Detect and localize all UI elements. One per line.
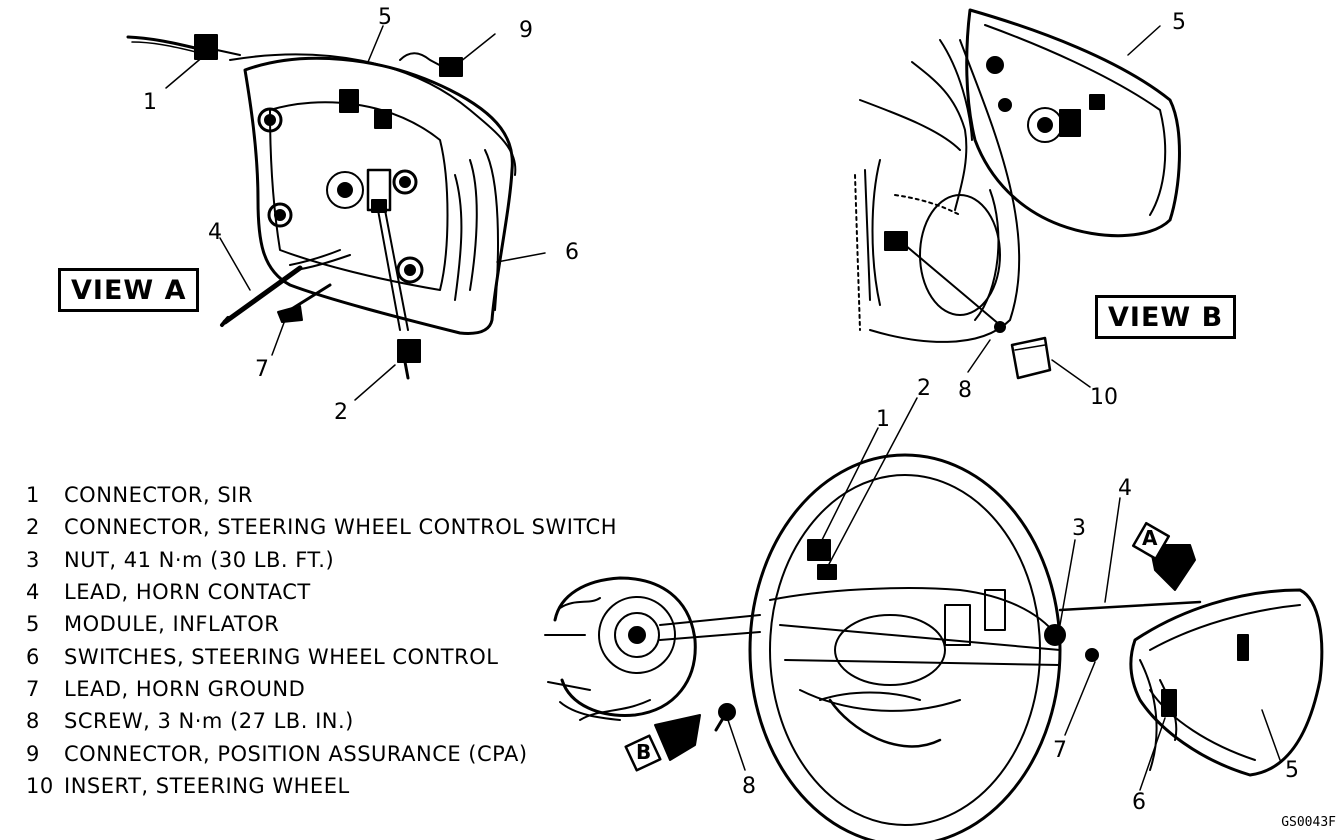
- legend-item: 9 CONNECTOR, POSITION ASSURANCE (CPA): [26, 737, 626, 769]
- callout-main-2: 2: [917, 376, 931, 401]
- legend-item: 6 SWITCHES, STEERING WHEEL CONTROL: [26, 640, 626, 672]
- legend-item: 10 INSERT, STEERING WHEEL: [26, 770, 626, 802]
- callout-main-6: 6: [1132, 790, 1146, 815]
- legend-text: SCREW, 3 N·m (27 LB. IN.): [64, 709, 354, 734]
- callout-view-b-8: 8: [958, 378, 972, 403]
- legend-number: 3: [26, 547, 40, 572]
- legend-number: 10: [26, 773, 54, 798]
- view-b-illustration: [854, 8, 1181, 388]
- parts-legend: 1 CONNECTOR, SIR 2 CONNECTOR, STEERING WHE…: [26, 479, 626, 802]
- legend-number: 6: [26, 644, 40, 669]
- legend-item: 2 CONNECTOR, STEERING WHEEL CONTROL SWITC…: [26, 511, 626, 543]
- legend-item: 4 LEAD, HORN CONTACT: [26, 576, 626, 608]
- legend-text: MODULE, INFLATOR: [64, 612, 280, 637]
- legend-text: CONNECTOR, POSITION ASSURANCE (CPA): [64, 741, 528, 766]
- view-a-illustration: [126, 25, 546, 401]
- callout-main-5: 5: [1285, 758, 1299, 783]
- legend-number: 1: [26, 483, 40, 508]
- callout-view-b-10: 10: [1090, 385, 1118, 410]
- main-illustration: [544, 397, 1324, 840]
- callout-view-a-1: 1: [143, 90, 157, 115]
- callout-main-7: 7: [1053, 738, 1067, 763]
- legend-number: 9: [26, 741, 40, 766]
- callout-view-a-2: 2: [334, 400, 348, 425]
- callout-main-4: 4: [1118, 476, 1132, 501]
- callout-view-a-5: 5: [378, 5, 392, 30]
- legend-number: 5: [26, 612, 40, 637]
- arrow-b-label: B: [636, 740, 652, 764]
- legend-text: INSERT, STEERING WHEEL: [64, 773, 350, 798]
- legend-item: 3 NUT, 41 N·m (30 LB. FT.): [26, 544, 626, 576]
- legend-text: SWITCHES, STEERING WHEEL CONTROL: [64, 644, 499, 669]
- legend-item: 7 LEAD, HORN GROUND: [26, 673, 626, 705]
- legend-text: LEAD, HORN GROUND: [64, 676, 306, 701]
- callout-main-3: 3: [1072, 516, 1086, 541]
- legend-text: CONNECTOR, SIR: [64, 483, 253, 508]
- legend-text: CONNECTOR, STEERING WHEEL CONTROL SWITCH: [64, 515, 618, 540]
- callout-view-a-7: 7: [255, 357, 269, 382]
- legend-number: 4: [26, 580, 40, 605]
- legend-item: 5 MODULE, INFLATOR: [26, 608, 626, 640]
- callout-view-a-4: 4: [208, 220, 222, 245]
- callout-view-a-6: 6: [565, 240, 579, 265]
- figure-code: GS0043F: [1281, 815, 1336, 830]
- legend-item: 1 CONNECTOR, SIR: [26, 479, 626, 511]
- legend-number: 2: [26, 515, 40, 540]
- arrow-a-label: A: [1142, 526, 1158, 550]
- legend-text: LEAD, HORN CONTACT: [64, 580, 311, 605]
- view-a-label: VIEW A: [58, 268, 200, 312]
- callout-main-8: 8: [742, 774, 756, 799]
- legend-text: NUT, 41 N·m (30 LB. FT.): [64, 547, 335, 572]
- legend-item: 8 SCREW, 3 N·m (27 LB. IN.): [26, 705, 626, 737]
- callout-view-b-5: 5: [1172, 10, 1186, 35]
- legend-number: 7: [26, 676, 40, 701]
- legend-number: 8: [26, 709, 40, 734]
- callout-view-a-9: 9: [519, 18, 533, 43]
- view-b-label: VIEW B: [1095, 295, 1237, 339]
- callout-main-1: 1: [876, 407, 890, 432]
